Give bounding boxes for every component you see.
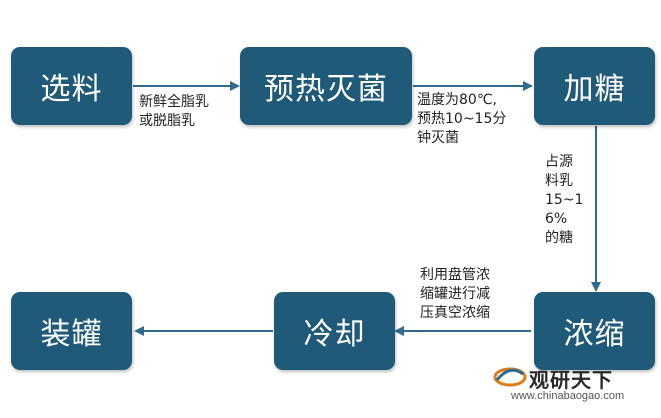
- note-preheat-conditions: 温度为80℃, 预热10~15分 钟灭菌: [417, 91, 506, 148]
- note-line: 料乳: [545, 173, 573, 189]
- note-line: 压真空浓缩: [420, 305, 490, 321]
- step-preheat-label: 预热灭菌: [264, 72, 388, 107]
- note-line: 利用盘管浓: [420, 267, 490, 283]
- note-sugar-amount: 占源 料乳 15~1 6% 的糖: [545, 153, 583, 248]
- watermark-url: www.chinabaogao.com: [511, 390, 625, 402]
- step-can: 装罐: [11, 292, 132, 370]
- step-cool-label: 冷却: [303, 317, 366, 352]
- step-concentrate: 浓缩: [534, 292, 655, 370]
- step-can-label: 装罐: [40, 317, 103, 352]
- step-select-label: 选料: [40, 72, 103, 107]
- note-line: 温度为80℃,: [417, 92, 497, 108]
- note-vacuum-concentration: 利用盘管浓 缩罐进行减 压真空浓缩: [420, 266, 490, 323]
- note-line: 钟灭菌: [417, 130, 459, 146]
- brand-logo-icon: [493, 367, 527, 387]
- watermark-brand: 观研天下: [529, 368, 613, 392]
- note-line: 的糖: [545, 230, 573, 246]
- note-line: 占源: [545, 154, 573, 170]
- note-line: 6%: [545, 211, 568, 227]
- note-line: 或脱脂乳: [139, 113, 195, 129]
- note-line: 缩罐进行减: [420, 286, 490, 302]
- note-line: 15~1: [545, 192, 584, 208]
- step-sugar-label: 加糖: [563, 72, 626, 107]
- step-preheat: 预热灭菌: [240, 47, 412, 125]
- step-cool: 冷却: [274, 292, 395, 370]
- note-milk-source: 新鲜全脂乳 或脱脂乳: [139, 93, 209, 131]
- note-line: 预热10~15分: [417, 111, 507, 127]
- step-select: 选料: [11, 47, 132, 125]
- step-concentrate-label: 浓缩: [563, 317, 626, 352]
- note-line: 新鲜全脂乳: [139, 94, 209, 110]
- watermark: 观研天下 www.chinabaogao.com: [493, 360, 653, 404]
- step-sugar: 加糖: [534, 47, 655, 125]
